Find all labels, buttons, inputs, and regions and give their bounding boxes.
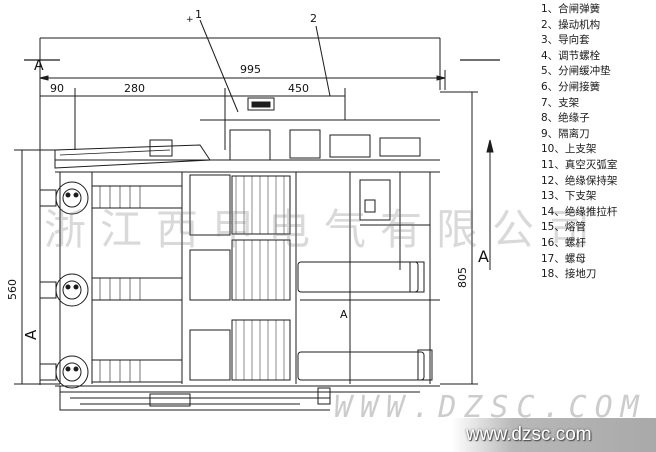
pole-middle (39, 239, 425, 307)
legend-item: 14、绝缘推拉杆 (541, 205, 618, 218)
legend-item: 12、绝缘保持架 (541, 174, 618, 187)
legend-item: 9、隔离刀 (541, 127, 590, 140)
legend-item: 8、绝缘子 (541, 112, 590, 125)
dim-560: 560 (6, 279, 19, 300)
dim-280: 280 (124, 82, 145, 95)
section-mark-left: A (34, 58, 44, 74)
legend-item: 11、真空灭弧室 (541, 158, 618, 171)
section-mark-left-lower: A (22, 329, 40, 340)
callout-1: 1 (195, 8, 202, 21)
legend-item: 16、螺杆 (541, 236, 586, 249)
legend-item: 4、调节螺栓 (541, 49, 601, 62)
legend-item: 15、熔管 (541, 221, 586, 234)
legend-item: 18、接地刀 (541, 268, 597, 281)
legend-item: 17、螺母 (541, 252, 586, 265)
section-mark-right: A (478, 247, 489, 266)
legend-item: 10、上支架 (541, 143, 597, 156)
legend-item: 7、支架 (541, 96, 580, 109)
legend-item: 3、导向套 (541, 34, 590, 47)
company-watermark: 浙江西甲电气有限公司 (44, 205, 605, 254)
legend-item: 6、分闸接簧 (541, 80, 601, 93)
callout-2-leader (315, 25, 331, 97)
svg-text:+: + (186, 15, 194, 25)
legend-item: 1、合闸弹簧 (541, 3, 601, 15)
legend-item: 13、下支架 (541, 190, 597, 203)
callout-1-leader (199, 19, 239, 113)
dim-995: 995 (240, 63, 261, 76)
site-link[interactable]: www.dzsc.com (466, 424, 592, 445)
callout-2: 2 (310, 12, 317, 25)
section-mark-mid: A (340, 308, 348, 321)
dim-90: 90 (50, 82, 64, 95)
dim-805: 805 (456, 267, 469, 288)
parts-legend: 1、合闸弹簧 2、操动机构 3、导向套 4、调节螺栓 5、分闸缓冲垫 6、分闸接… (541, 2, 653, 283)
legend-item: 2、操动机构 (541, 18, 601, 31)
dim-450: 450 (288, 82, 309, 95)
legend-item: 5、分闸缓冲垫 (541, 65, 611, 78)
site-banner (452, 418, 656, 452)
pole-lower (39, 319, 433, 389)
